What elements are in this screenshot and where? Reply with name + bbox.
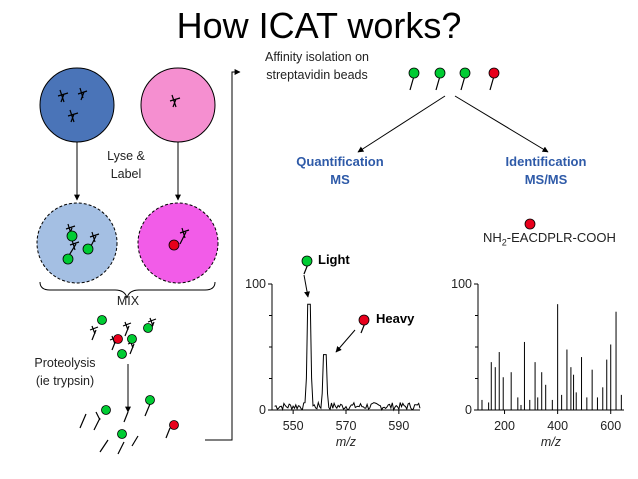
x-tick-label: 600 [600,419,621,433]
light-tag [62,253,74,265]
lyse-label-line2: Label [110,167,142,181]
proteolysis-label-line2: (ie trypsin) [35,374,95,388]
ms-trace [274,303,421,412]
affinity-label-line1: Affinity isolation on [265,50,369,64]
y-tick-label: 100 [245,277,266,291]
light-legend-marker [301,255,313,267]
heavy-tag [524,218,536,230]
heavy-tag [168,239,180,251]
arrow-to-affinity [205,69,241,441]
quantification-line2: MS [330,172,350,187]
light-tag [82,243,94,255]
identification-line1: Identification [505,154,587,169]
light-tag [97,315,107,325]
x-tick-label: 200 [494,419,515,433]
light-tag [127,334,137,344]
affinity-label: Affinity isolation on streptavidin beads [242,48,392,84]
arrow-identification [454,95,549,153]
peptide-subscript: 2 [501,237,507,248]
arrow-quantification [357,95,446,153]
identification-heading: Identification MS/MS [486,153,606,189]
heavy-tag [169,420,179,430]
light-tag [408,67,420,79]
x-tick-label: 550 [283,419,304,433]
ms-spectrum-chart: 0 100 550 570 590 m/z [245,277,421,449]
arrow-heavy [335,329,356,353]
light-tag [145,395,155,405]
msms-spectrum-chart: 0 100 200 400 600 m/z [451,277,624,449]
heavy-tag [488,67,500,79]
protein-marks-blue [57,87,88,123]
page-title: How ICAT works? [176,5,462,46]
peptide-fragments [79,403,171,455]
arrow-light [303,274,310,298]
blue-cell [39,67,115,143]
proteolysis-label-line1: Proteolysis [34,356,96,370]
light-tag [117,429,127,439]
mix-label: MIX [116,294,140,308]
peptide-suffix: -EACDPLR-COOH [506,230,616,245]
peptide-prefix: NH [483,230,502,245]
x-axis-label: m/z [541,435,562,449]
y-tick-label: 100 [451,277,472,291]
heavy-label: Heavy [376,311,415,326]
light-tag [66,230,78,242]
pink-cell [140,67,216,143]
mix-brace [39,281,216,299]
light-tag [117,349,127,359]
light-tag [459,67,471,79]
light-label: Light [318,252,350,267]
light-tag [101,405,111,415]
y-tick-label: 0 [259,403,266,417]
light-tag [143,323,153,333]
quantification-heading: Quantification MS [280,153,400,189]
x-axis-label: m/z [336,435,357,449]
protein-marks-pink [169,94,181,108]
identification-line2: MS/MS [524,172,568,187]
proteolysis-label: Proteolysis (ie trypsin) [20,354,110,390]
lyse-label-line1: Lyse & [107,149,145,163]
heavy-tag [113,334,123,344]
affinity-label-line2: streptavidin beads [266,68,368,82]
x-tick-label: 590 [388,419,409,433]
peptide-sequence: NH2-EACDPLR-COOH [483,230,616,248]
y-tick-label: 0 [465,403,472,417]
light-tag [434,67,446,79]
x-tick-label: 570 [336,419,357,433]
heavy-legend-marker [358,314,370,326]
lyse-label: Lyse & Label [96,147,156,183]
x-tick-label: 400 [547,419,568,433]
quantification-line1: Quantification [296,154,384,169]
